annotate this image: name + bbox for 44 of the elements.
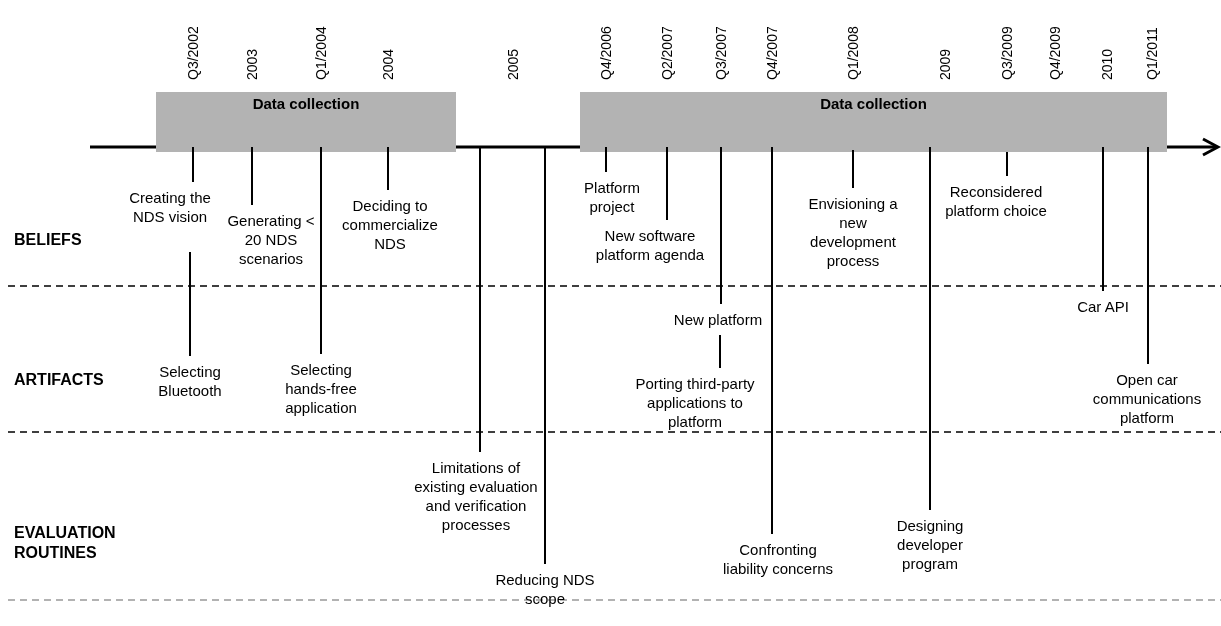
leader-line: [387, 146, 389, 191]
event-label: Reducing NDS scope: [482, 570, 608, 608]
leader-line: [1102, 146, 1104, 292]
row-heading: BELIEFS: [14, 230, 83, 250]
data-collection-band: Data collection: [580, 92, 1167, 152]
leader-line: [720, 146, 722, 305]
leader-line: [929, 146, 931, 511]
event-label: Open car communications platform: [1084, 370, 1210, 427]
data-collection-band: Data collection: [156, 92, 456, 152]
event-label: Deciding to commercialize NDS: [327, 196, 453, 253]
event-label: Selecting Bluetooth: [145, 362, 235, 400]
event-label: Designing developer program: [880, 516, 980, 573]
event-label: Car API: [1063, 297, 1143, 316]
date-label: 2004: [380, 48, 396, 80]
leader-line: [1006, 151, 1008, 177]
event-label: New software platform agenda: [585, 226, 715, 264]
date-label: 2010: [1099, 48, 1115, 80]
event-label: Envisioning a new development process: [798, 194, 908, 270]
event-label: Platform project: [572, 178, 652, 216]
leader-line: [189, 251, 191, 357]
row-heading: ARTIFACTS: [14, 370, 105, 390]
leader-line: [719, 334, 721, 369]
leader-line: [605, 146, 607, 173]
event-label: Creating the NDS vision: [114, 188, 226, 226]
event-label: Limitations of existing evaluation and verification processes: [413, 458, 539, 534]
event-label: New platform: [658, 310, 778, 329]
date-label: 2009: [937, 48, 953, 80]
row-heading: EVALUATION ROUTINES: [14, 523, 117, 563]
leader-line: [1147, 146, 1149, 365]
event-label: Selecting hands-free application: [271, 360, 371, 417]
leader-line: [320, 146, 322, 355]
event-label: Reconsidered platform choice: [938, 182, 1054, 220]
leader-line: [666, 146, 668, 221]
event-label: Generating < 20 NDS scenarios: [223, 211, 319, 268]
date-label: 2005: [505, 48, 521, 80]
leader-line: [852, 149, 854, 189]
leader-line: [479, 146, 481, 453]
event-label: Confronting liability concerns: [718, 540, 838, 578]
date-label: 2003: [244, 48, 260, 80]
leader-line: [251, 146, 253, 206]
leader-line: [771, 146, 773, 535]
event-label: Porting third-party applications to platform: [625, 374, 765, 431]
leader-line: [192, 146, 194, 183]
leader-line: [544, 146, 546, 565]
